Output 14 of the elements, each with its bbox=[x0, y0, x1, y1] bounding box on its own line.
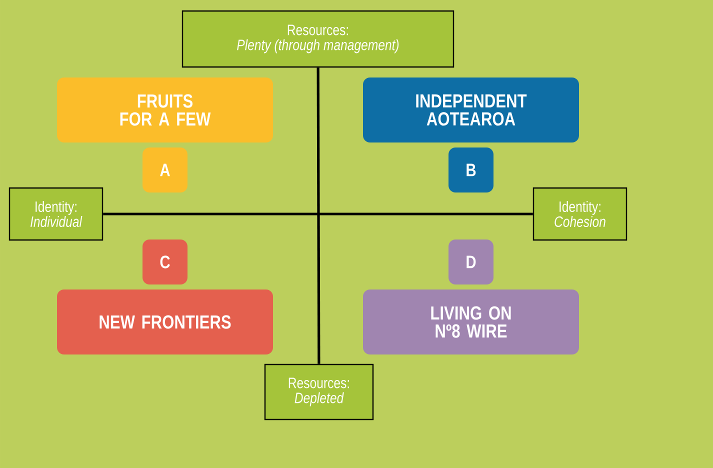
axis-line bbox=[316, 68, 320, 364]
axis-label-box: Identity: Individual bbox=[8, 187, 104, 241]
axis-label-box: Resources: Plenty (through management) bbox=[182, 10, 454, 68]
scenario-box: NEW FRONTIERS bbox=[57, 289, 273, 354]
letter-badge: C bbox=[142, 240, 188, 284]
axis-label-box: Identity: Cohesion bbox=[532, 187, 628, 241]
letter-badge: B bbox=[448, 148, 494, 192]
letter-badge: D bbox=[448, 240, 494, 284]
scenario-box: LIVING ON Nº8 WIRE bbox=[363, 289, 579, 354]
axis-label-box: Resources: Depleted bbox=[264, 364, 374, 420]
axis-line bbox=[103, 212, 533, 216]
letter-badge: A bbox=[142, 148, 188, 192]
scenario-box: FRUITS FOR A FEW bbox=[57, 78, 273, 142]
scenario-box: INDEPENDENT AOTEAROA bbox=[363, 78, 579, 142]
